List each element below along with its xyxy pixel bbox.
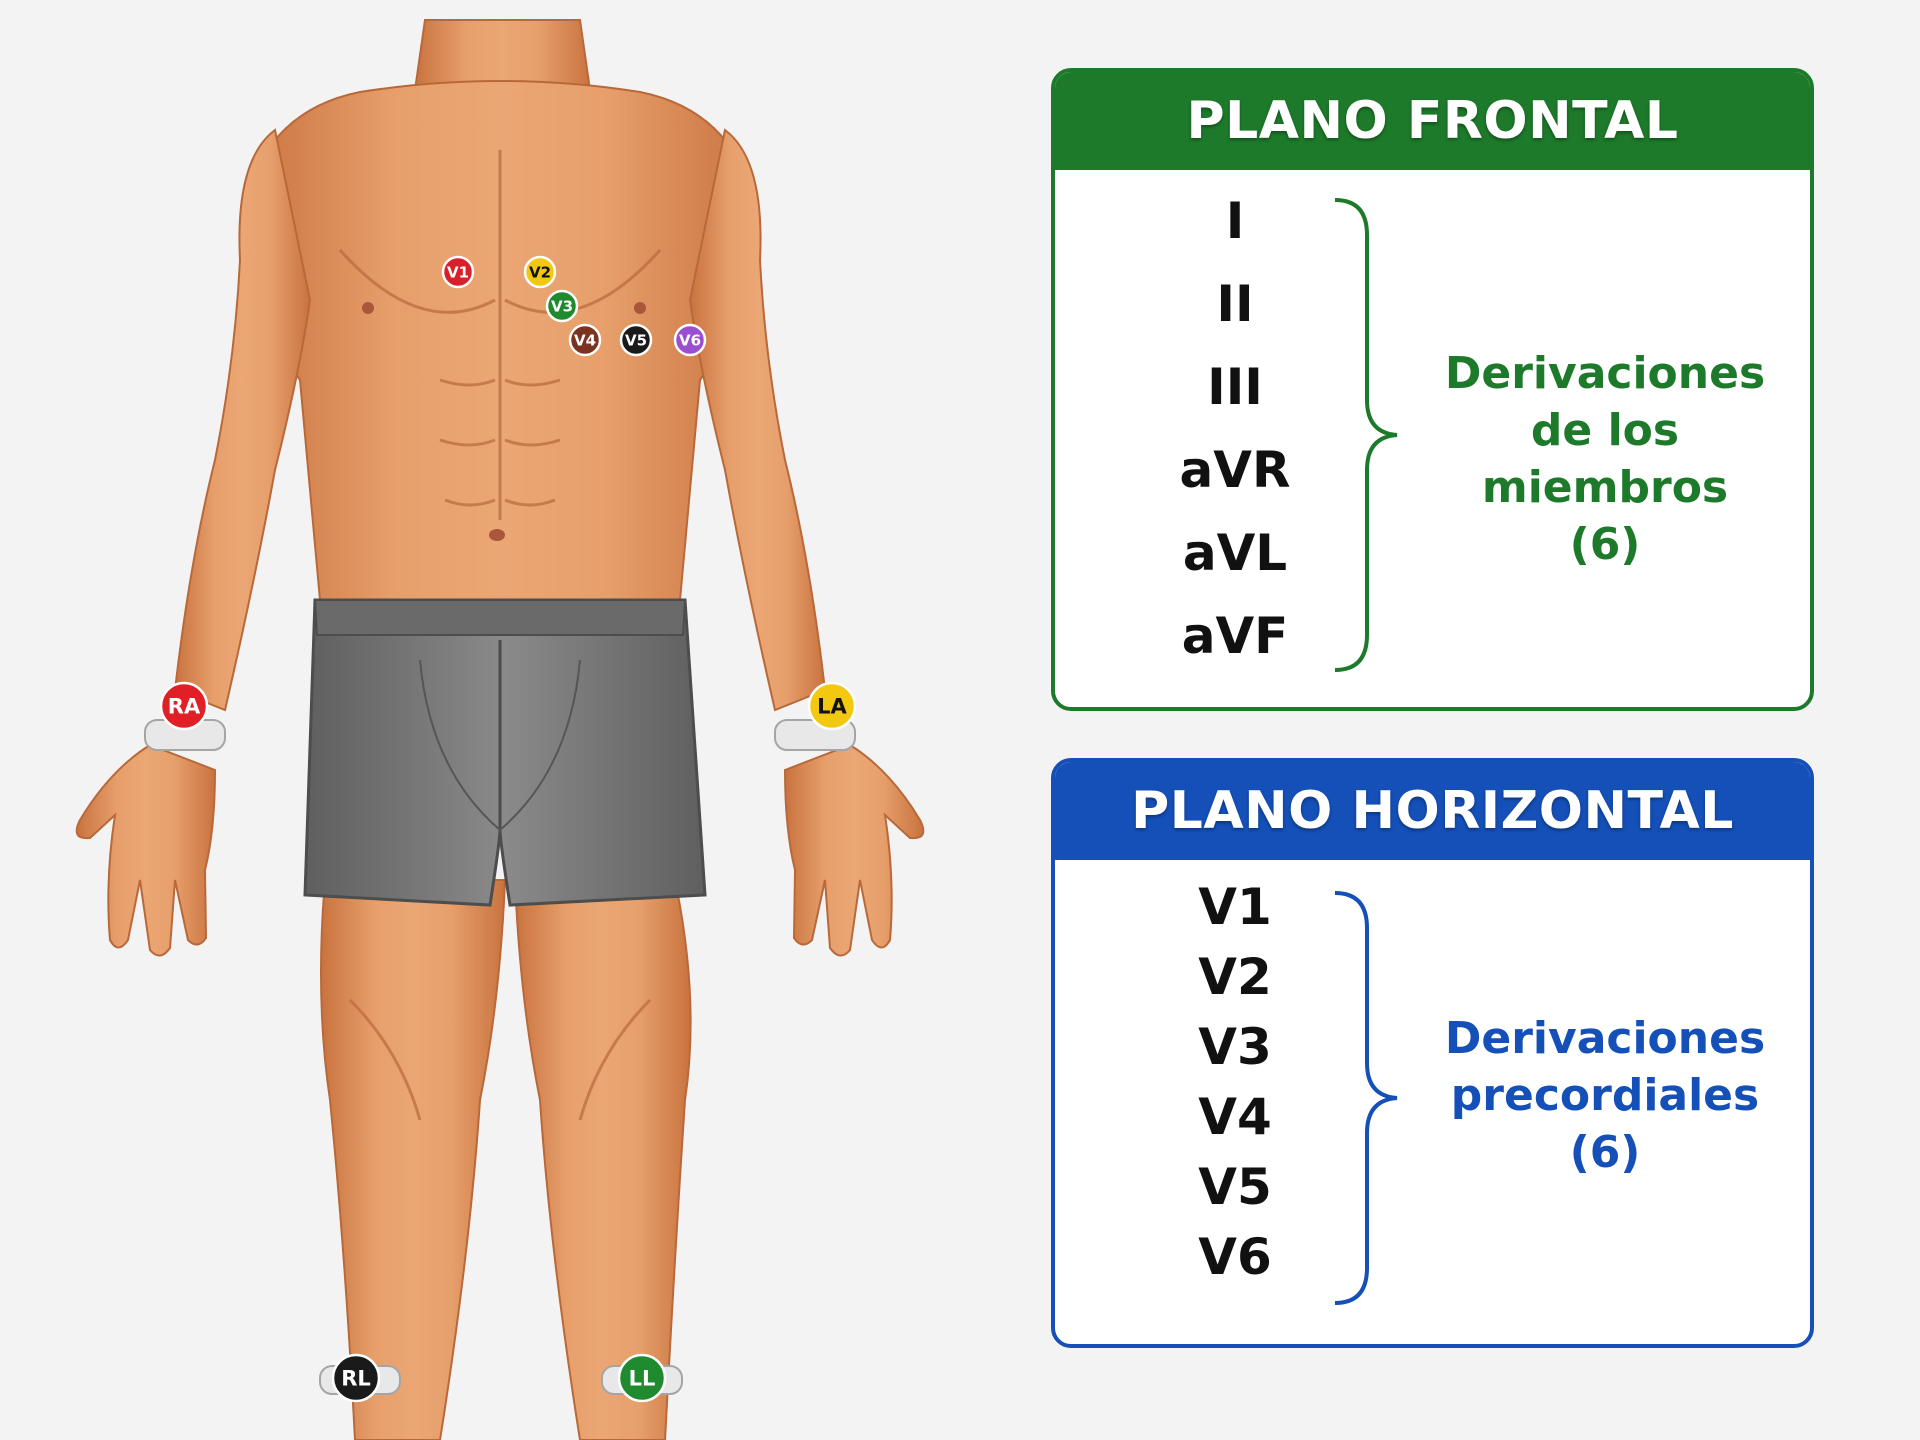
electrode-v2-label: V2 [529,263,551,281]
limb-electrodes: RA LA RL LL [159,681,857,1403]
label-line: precordiales [1450,1070,1760,1121]
right-arm [173,128,312,712]
lead-item: V3 [1198,1018,1272,1076]
electrode-la: LA [807,681,857,731]
electrode-v3-label: V3 [551,297,573,315]
electrode-ll-dot [617,1353,667,1403]
lead-item: V4 [1198,1088,1272,1146]
neck [413,19,592,91]
electrode-la-dot [807,681,857,731]
navel [489,529,505,541]
label-line: Derivaciones [1444,1013,1766,1064]
electrode-v5: V5 [619,323,653,357]
shorts-body [303,598,707,907]
electrode-ra-label: RA [168,695,201,719]
lead-item: V2 [1198,948,1272,1006]
anatomy-details [338,150,662,1121]
electrode-v1: V1 [441,255,475,289]
label-line: Derivaciones [1444,348,1766,399]
electrode-v6-label: V6 [679,331,701,349]
electrode-v3: V3 [545,289,579,323]
lead-item: aVL [1182,524,1288,582]
frontal-plane-panel: PLANO FRONTAL I II III aVR aVL aVF Deriv… [1051,68,1814,711]
horizontal-plane-title: PLANO HORIZONTAL [1055,762,1810,860]
horizontal-brace [1334,891,1398,1305]
electrode-ra-dot [159,681,209,731]
electrode-v4: V4 [568,323,602,357]
lead-item: V5 [1198,1158,1272,1216]
electrode-rl-dot [331,1353,381,1403]
electrode-rl: RL [331,1353,381,1403]
shorts-waistband [313,599,687,636]
left-hand [783,743,925,957]
limb-leads-label: Derivaciones de los miembros (6) [1415,345,1795,573]
lead-item: I [1225,192,1245,250]
lead-item: V6 [1198,1228,1272,1286]
electrode-v1-label: V1 [447,263,469,281]
frontal-brace [1334,198,1398,672]
electrode-rl-label: RL [341,1367,371,1391]
electrode-ra: RA [159,681,209,731]
frontal-plane-title: PLANO FRONTAL [1055,72,1810,170]
lead-item: V1 [1198,878,1272,936]
electrode-v3-dot [545,289,579,323]
electrode-v2: V2 [523,255,557,289]
left-leg [513,879,692,1440]
lead-item: aVR [1179,441,1291,499]
lead-item: aVF [1181,607,1289,665]
right-nipple [362,302,374,314]
label-line: de los miembros [1481,405,1729,513]
label-line: (6) [1569,1127,1641,1178]
electrode-ll: LL [617,1353,667,1403]
electrode-v4-dot [568,323,602,357]
electrode-ll-label: LL [629,1367,656,1391]
left-nipple [634,302,646,314]
electrode-v5-label: V5 [625,331,647,349]
electrode-la-label: LA [817,695,847,719]
electrode-v6: V6 [673,323,707,357]
electrode-v2-dot [523,255,557,289]
human-body [75,19,925,1440]
left-arm [688,128,827,712]
electrode-v4-label: V4 [574,331,596,349]
shorts [303,598,707,907]
right-hand [75,743,217,957]
label-line: (6) [1569,519,1641,570]
lead-item: III [1207,358,1263,416]
lead-item: II [1216,275,1254,333]
electrode-v6-dot [673,323,707,357]
electrode-v5-dot [619,323,653,357]
precordial-leads-label: Derivaciones precordiales (6) [1415,1010,1795,1181]
electrode-v1-dot [441,255,475,289]
horizontal-plane-panel: PLANO HORIZONTAL V1 V2 V3 V4 V5 V6 Deriv… [1051,758,1814,1348]
